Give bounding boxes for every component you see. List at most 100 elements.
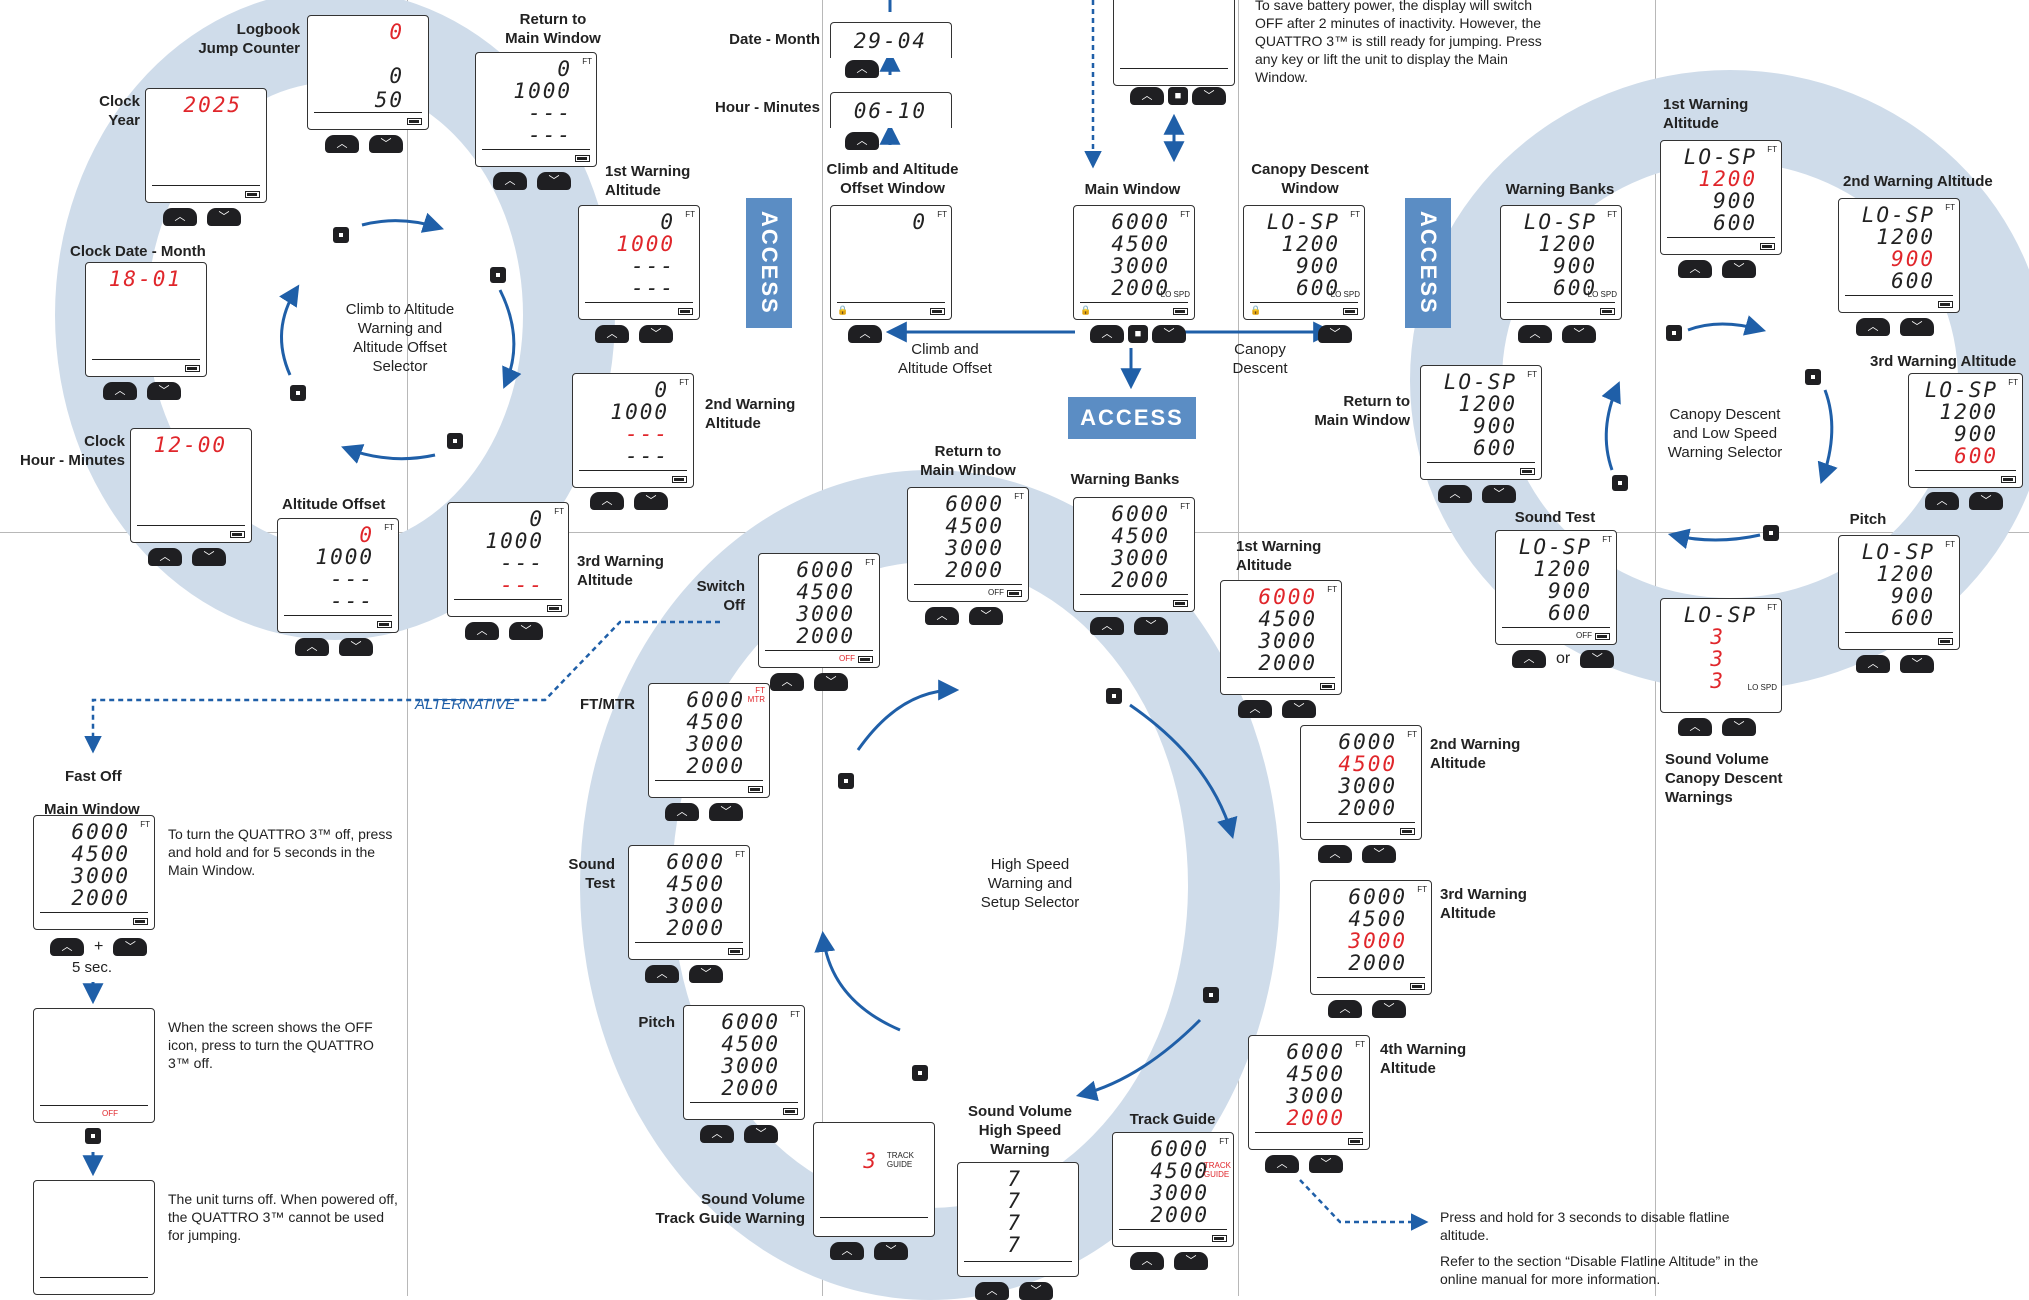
down-key[interactable]: ﹀: [1019, 1282, 1053, 1300]
down-key[interactable]: ﹀: [192, 548, 226, 566]
down-key[interactable]: ﹀: [1174, 1252, 1208, 1270]
down-key[interactable]: ﹀: [1482, 485, 1516, 503]
down-key[interactable]: ﹀: [969, 607, 1003, 625]
down-key[interactable]: ﹀: [1722, 718, 1756, 736]
down-key[interactable]: ﹀: [1152, 325, 1186, 343]
up-key[interactable]: ︿: [1328, 1000, 1362, 1018]
up-key[interactable]: ︿: [845, 132, 879, 150]
down-key[interactable]: ﹀: [689, 965, 723, 983]
keypad: ︿﹀: [1238, 700, 1316, 718]
keypad: ︿+﹀: [50, 938, 148, 956]
keypad: ︿﹀: [700, 1125, 778, 1143]
down-key[interactable]: ﹀: [1969, 492, 2003, 510]
down-key[interactable]: ﹀: [1562, 325, 1596, 343]
up-key[interactable]: ︿: [1856, 655, 1890, 673]
down-key[interactable]: ﹀: [537, 172, 571, 190]
blank-display: [1113, 0, 1235, 86]
up-key[interactable]: ︿: [845, 60, 879, 78]
down-key[interactable]: ﹀: [369, 135, 403, 153]
up-key[interactable]: ︿: [325, 135, 359, 153]
up-key[interactable]: ︿: [1238, 700, 1272, 718]
down-key[interactable]: ﹀: [744, 1125, 778, 1143]
up-key[interactable]: ︿: [700, 1125, 734, 1143]
up-key[interactable]: ︿: [665, 803, 699, 821]
up-key[interactable]: ︿: [50, 938, 84, 956]
up-key[interactable]: ︿: [1090, 325, 1124, 343]
select-key-icon: [1106, 688, 1122, 704]
up-key[interactable]: ︿: [1318, 845, 1352, 863]
up-key[interactable]: ︿: [103, 382, 137, 400]
select-key-icon: [1763, 525, 1779, 541]
label-track-guide: Track Guide: [1129, 1111, 1216, 1128]
down-key[interactable]: ﹀: [1372, 1000, 1406, 1018]
down-key[interactable]: ﹀: [113, 938, 148, 956]
down-key[interactable]: ﹀: [509, 622, 543, 640]
up-key[interactable]: ︿: [163, 208, 197, 226]
select-key[interactable]: ■: [1128, 325, 1148, 343]
down-key[interactable]: ﹀: [1580, 650, 1615, 668]
up-key[interactable]: ︿: [590, 492, 624, 510]
down-key[interactable]: ﹀: [634, 492, 668, 510]
up-key[interactable]: ︿: [1130, 87, 1164, 105]
down-key[interactable]: ﹀: [814, 673, 848, 691]
up-key[interactable]: ︿: [1518, 325, 1552, 343]
up-key[interactable]: ︿: [1925, 492, 1959, 510]
up-key[interactable]: ︿: [1856, 318, 1890, 336]
keypad: ︿﹀: [1925, 492, 2003, 510]
up-key[interactable]: ︿: [465, 622, 499, 640]
keypad: ︿﹀: [493, 172, 571, 190]
up-key[interactable]: ︿: [595, 325, 629, 343]
down-key[interactable]: ﹀: [1309, 1155, 1343, 1173]
keypad: ︿: [845, 132, 879, 150]
down-key[interactable]: ﹀: [207, 208, 241, 226]
up-key[interactable]: ︿: [1265, 1155, 1299, 1173]
clock-year-display: 2025: [145, 88, 267, 203]
or-label: or: [1556, 650, 1571, 667]
down-key[interactable]: ﹀: [1900, 318, 1934, 336]
label-first-warning-tr: 1st Warning Altitude: [1663, 96, 1749, 132]
down-key[interactable]: ﹀: [1722, 260, 1756, 278]
keypad: ︿﹀: [1438, 485, 1516, 503]
select-key-icon: [333, 227, 349, 243]
down-key[interactable]: ﹀: [639, 325, 673, 343]
up-key[interactable]: ︿: [148, 548, 182, 566]
up-key[interactable]: ︿: [830, 1242, 864, 1260]
down-key[interactable]: ﹀: [1362, 845, 1396, 863]
up-key[interactable]: ︿: [1438, 485, 1472, 503]
up-key[interactable]: ︿: [1678, 718, 1712, 736]
keypad: ︿﹀: [645, 965, 723, 983]
up-key[interactable]: ︿: [925, 607, 959, 625]
keypad: ︿﹀: [1856, 318, 1934, 336]
up-key[interactable]: ︿: [1130, 1252, 1164, 1270]
down-key[interactable]: ﹀: [1282, 700, 1316, 718]
keypad: ︿﹀: [1090, 617, 1168, 635]
down-key[interactable]: ﹀: [1900, 655, 1934, 673]
up-key[interactable]: ︿: [1512, 650, 1546, 668]
down-key[interactable]: ﹀: [709, 803, 743, 821]
down-key[interactable]: ﹀: [1318, 325, 1352, 343]
up-key[interactable]: ︿: [975, 1282, 1009, 1300]
up-key[interactable]: ︿: [645, 965, 679, 983]
label-climb-window: Climb and Altitude Offset Window: [826, 161, 959, 197]
up-key[interactable]: ︿: [1090, 617, 1124, 635]
up-key[interactable]: ︿: [1678, 260, 1712, 278]
down-key[interactable]: ﹀: [1192, 87, 1226, 105]
keypad: ︿﹀: [325, 135, 403, 153]
up-key[interactable]: ︿: [493, 172, 527, 190]
up-key[interactable]: ︿: [295, 638, 329, 656]
down-key[interactable]: ﹀: [1134, 617, 1168, 635]
down-key[interactable]: ﹀: [147, 382, 181, 400]
keypad: ︿: [848, 325, 882, 343]
select-key[interactable]: ■: [1168, 87, 1188, 105]
label-third-warning: 3rd Warning Altitude: [577, 553, 664, 589]
up-key[interactable]: ︿: [770, 673, 804, 691]
down-key[interactable]: ﹀: [874, 1242, 908, 1260]
label-fast-off: Fast Off: [65, 768, 122, 785]
down-key[interactable]: ﹀: [339, 638, 373, 656]
keypad: ︿﹀: [1318, 845, 1396, 863]
up-key[interactable]: ︿: [848, 325, 882, 343]
label-climb-arrow: Climb and Altitude Offset: [898, 341, 992, 377]
